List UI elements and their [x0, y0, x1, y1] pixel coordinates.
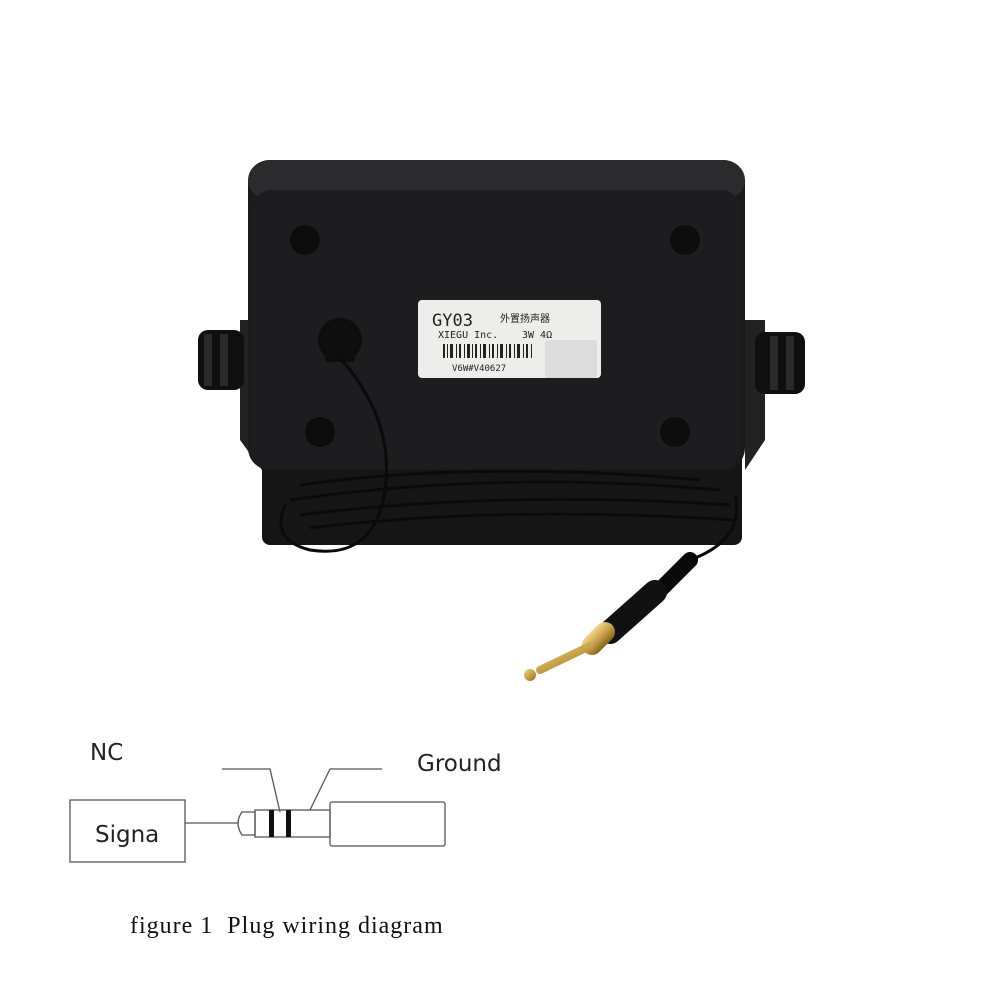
barcode: [443, 344, 532, 358]
cable-grommet: [318, 318, 362, 362]
figure-caption: figure 1 Plug wiring diagram: [130, 913, 444, 939]
ground-leader-line: [309, 768, 382, 811]
audio-plug: [524, 552, 698, 681]
plug-ring-2: [286, 810, 291, 837]
product-label: GY03 外置扬声器 XIEGU Inc. 3W 4Ω V6W#V40627: [418, 300, 601, 378]
label-maker: XIEGU Inc.: [438, 330, 498, 341]
signal-label: Signa: [95, 822, 159, 848]
label-model: GY03: [432, 311, 473, 331]
ground-label: Ground: [417, 751, 502, 777]
plug-tip: [237, 811, 256, 836]
right-knob: [755, 332, 805, 394]
plug-sleeve: [254, 809, 331, 838]
label-chinese-name: 外置扬声器: [500, 312, 550, 325]
plug-wiring-diagram: [69, 768, 446, 863]
plug-ring-1: [269, 810, 274, 837]
left-knob: [198, 330, 244, 390]
plug-handle: [329, 801, 446, 847]
label-serial: V6W#V40627: [452, 364, 506, 374]
label-rating: 3W 4Ω: [522, 330, 552, 341]
signal-box: [69, 799, 186, 863]
nc-leader-line: [222, 768, 281, 813]
coiled-cable: [289, 469, 736, 530]
nc-label: NC: [90, 740, 123, 766]
cable-loop: [279, 357, 389, 553]
